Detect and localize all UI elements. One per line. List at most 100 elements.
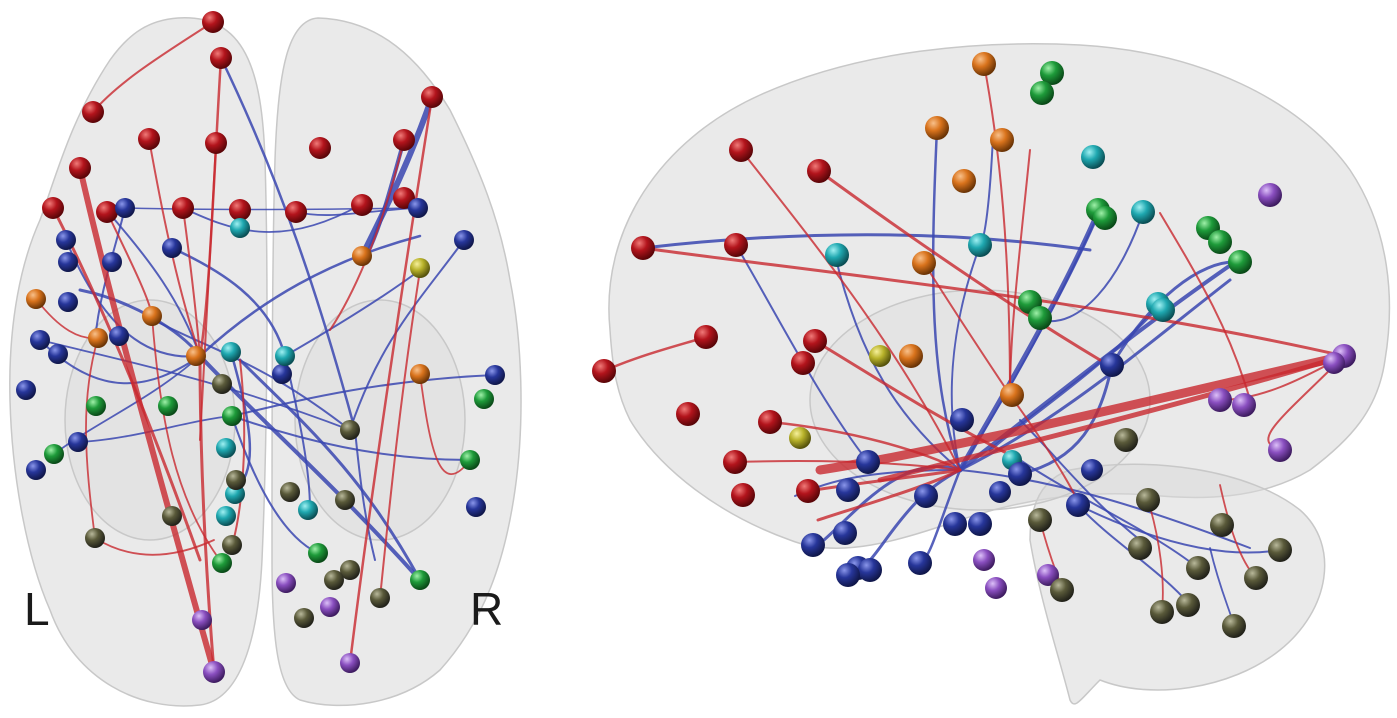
node-orange (925, 116, 949, 140)
node-olive (1268, 538, 1292, 562)
node-orange (186, 346, 206, 366)
sagittal-positive-edges (602, 63, 1349, 613)
node-purple (1208, 388, 1232, 412)
node-olive (340, 560, 360, 580)
node-cyan (298, 500, 318, 520)
node-purple (973, 549, 995, 571)
node-olive (324, 570, 344, 590)
node-purple (192, 610, 212, 630)
node-green (1040, 61, 1064, 85)
node-olive (1136, 488, 1160, 512)
node-purple (340, 653, 360, 673)
node-olive (294, 608, 314, 628)
node-olive (1186, 556, 1210, 580)
node-red (393, 129, 415, 151)
right-hemisphere-label: R (470, 583, 504, 635)
right-hemisphere-surface (271, 17, 522, 707)
node-orange (952, 169, 976, 193)
node-yellow (789, 427, 811, 449)
node-blue (162, 238, 182, 258)
deep-structure-right (294, 299, 466, 541)
axial-view (9, 11, 522, 707)
node-green (1093, 206, 1117, 230)
node-red (791, 351, 815, 375)
node-blue (58, 252, 78, 272)
node-red (731, 483, 755, 507)
node-blue (801, 533, 825, 557)
node-olive (1244, 566, 1268, 590)
node-red (724, 233, 748, 257)
node-orange (1000, 383, 1024, 407)
node-orange (88, 328, 108, 348)
node-cyan (1151, 298, 1175, 322)
node-cyan (968, 233, 992, 257)
node-green (460, 450, 480, 470)
node-olive (1128, 536, 1152, 560)
node-blue (989, 481, 1011, 503)
node-red (138, 128, 160, 150)
node-blue (968, 512, 992, 536)
node-orange (912, 251, 936, 275)
node-red (592, 359, 616, 383)
node-blue (408, 198, 428, 218)
node-olive (226, 470, 246, 490)
node-red (309, 137, 331, 159)
node-olive (1028, 508, 1052, 532)
node-green (410, 570, 430, 590)
node-blue (833, 521, 857, 545)
node-cyan (825, 243, 849, 267)
cerebellum-surface (1029, 463, 1326, 705)
node-blue (1081, 459, 1103, 481)
node-olive (335, 490, 355, 510)
node-cyan (1081, 145, 1105, 169)
node-yellow (869, 345, 891, 367)
node-blue (856, 450, 880, 474)
node-purple (1232, 393, 1256, 417)
node-blue (1100, 353, 1124, 377)
node-red (172, 197, 194, 219)
node-blue (908, 551, 932, 575)
node-blue (58, 292, 78, 312)
node-olive (85, 528, 105, 548)
node-green (212, 553, 232, 573)
node-green (158, 396, 178, 416)
node-blue (943, 512, 967, 536)
node-red (42, 197, 64, 219)
node-olive (1210, 513, 1234, 537)
node-blue (115, 198, 135, 218)
node-red (229, 199, 251, 221)
node-cyan (275, 346, 295, 366)
node-cyan (221, 342, 241, 362)
node-orange (26, 289, 46, 309)
node-red (807, 159, 831, 183)
node-blue (454, 230, 474, 250)
node-cyan (216, 438, 236, 458)
node-blue (1066, 493, 1090, 517)
node-orange (352, 246, 372, 266)
sagittal-view (592, 43, 1391, 705)
node-green (1208, 230, 1232, 254)
node-olive (370, 588, 390, 608)
node-purple (1037, 564, 1059, 586)
axial-nodes (16, 11, 505, 683)
node-green (474, 389, 494, 409)
node-red (796, 479, 820, 503)
node-green (222, 406, 242, 426)
node-green (44, 444, 64, 464)
node-blue (16, 380, 36, 400)
node-blue (30, 330, 50, 350)
node-red (202, 11, 224, 33)
node-olive (1050, 578, 1074, 602)
node-green (1228, 250, 1252, 274)
node-blue (1008, 462, 1032, 486)
node-red (631, 236, 655, 260)
node-red (803, 329, 827, 353)
node-red (285, 201, 307, 223)
node-orange (410, 364, 430, 384)
node-red (694, 325, 718, 349)
node-blue (272, 364, 292, 384)
node-red (723, 450, 747, 474)
node-olive (212, 374, 232, 394)
sagittal-nodes (592, 52, 1356, 638)
